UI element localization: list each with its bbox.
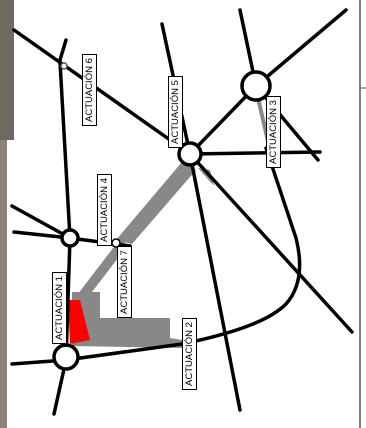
proposed-works	[72, 97, 272, 348]
road	[188, 84, 258, 156]
label-actuacion-3: ACTUACIÓN 3	[266, 96, 281, 168]
road	[188, 152, 354, 334]
actuacion-2-platform	[72, 292, 182, 348]
road	[188, 152, 242, 412]
road	[58, 60, 72, 240]
roundabout-actuacion-5	[177, 141, 203, 167]
roundabout-actuacion-3	[240, 70, 272, 102]
label-actuacion-5: ACTUACIÓN 5	[168, 76, 183, 148]
road	[188, 150, 322, 156]
label-actuacion-1: ACTUACIÓN 1	[52, 272, 67, 344]
actuacion-7-link	[116, 162, 196, 244]
node-actuacion-6	[60, 62, 68, 70]
photo-strip-left-lower	[0, 140, 7, 428]
actuacion-1-highlight	[68, 300, 90, 344]
road	[58, 38, 68, 62]
road	[12, 28, 192, 156]
road	[10, 204, 72, 240]
label-actuacion-7: ACTUACIÓN 7	[117, 246, 132, 318]
roundabout-actuacion-1	[52, 343, 80, 371]
road	[64, 342, 184, 362]
node-actuacion-7	[111, 238, 121, 248]
actuacion-5-arrow	[198, 168, 214, 186]
road	[180, 146, 302, 346]
label-actuacion-2: ACTUACIÓN 2	[182, 318, 197, 390]
label-actuacion-6: ACTUACIÓN 6	[82, 54, 97, 126]
label-actuacion-4: ACTUACIÓN 4	[97, 174, 112, 246]
roundabouts	[52, 70, 272, 371]
road	[254, 8, 348, 88]
roundabout-actuacion-4	[60, 228, 80, 248]
photo-strip-left	[0, 0, 14, 140]
